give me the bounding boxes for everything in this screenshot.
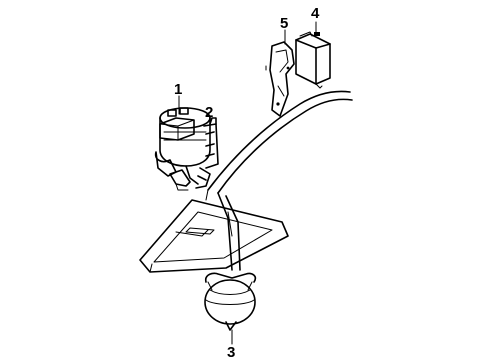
callout-labels: 1 2 3 4 5 bbox=[174, 5, 320, 360]
callout-1: 1 bbox=[174, 81, 182, 98]
part-4-control-module bbox=[295, 31, 331, 89]
floor-tray bbox=[139, 192, 289, 273]
part-3-reservoir bbox=[204, 272, 257, 331]
part-5-module-bracket bbox=[265, 41, 295, 117]
callout-2: 2 bbox=[205, 104, 213, 121]
callout-4: 4 bbox=[311, 5, 320, 22]
vehicle-body-outline bbox=[205, 90, 353, 201]
callout-5: 5 bbox=[280, 15, 288, 32]
part-1-motor-assembly bbox=[154, 107, 211, 191]
part-2-mounting-bracket bbox=[195, 117, 219, 189]
leader-lines bbox=[178, 21, 317, 345]
callout-3: 3 bbox=[227, 344, 235, 360]
